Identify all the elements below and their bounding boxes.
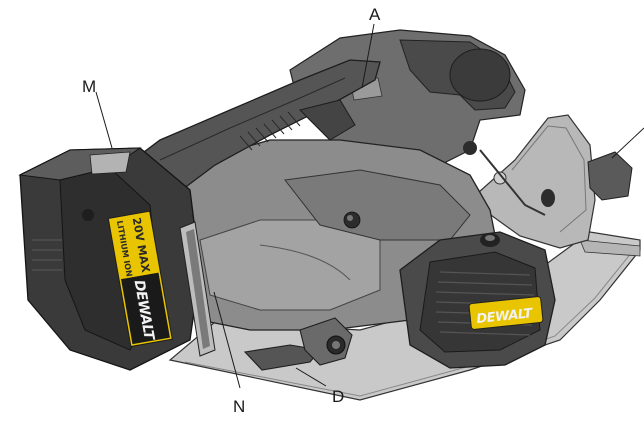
leader-lines <box>95 23 644 389</box>
leader-right-edge <box>611 127 644 159</box>
leader-n <box>213 291 241 389</box>
lock-slot <box>179 221 216 357</box>
callout-a: A <box>369 5 381 24</box>
motor-badge-logo: DEWALT <box>476 306 534 327</box>
motor-housing: DEWALT <box>399 231 556 369</box>
leader-d <box>295 367 327 387</box>
rear-handle <box>119 59 381 206</box>
blade-guard <box>469 114 633 249</box>
callout-d: D <box>332 387 344 406</box>
callout-n: N <box>233 397 245 416</box>
battery-ribs <box>32 239 62 271</box>
battery-pack: 20V MAX LITHIUM ION DEWALT <box>18 147 201 371</box>
depth-adjust-lever <box>243 317 353 371</box>
leader-m <box>95 91 113 149</box>
handle-grip-ridges <box>239 111 301 151</box>
battery-label: 20V MAX LITHIUM ION DEWALT <box>107 210 173 348</box>
battery-fuel-gauge <box>89 151 131 175</box>
leader-a <box>361 23 375 89</box>
callout-m: M <box>82 77 96 96</box>
motor-badge-plate <box>468 296 544 330</box>
